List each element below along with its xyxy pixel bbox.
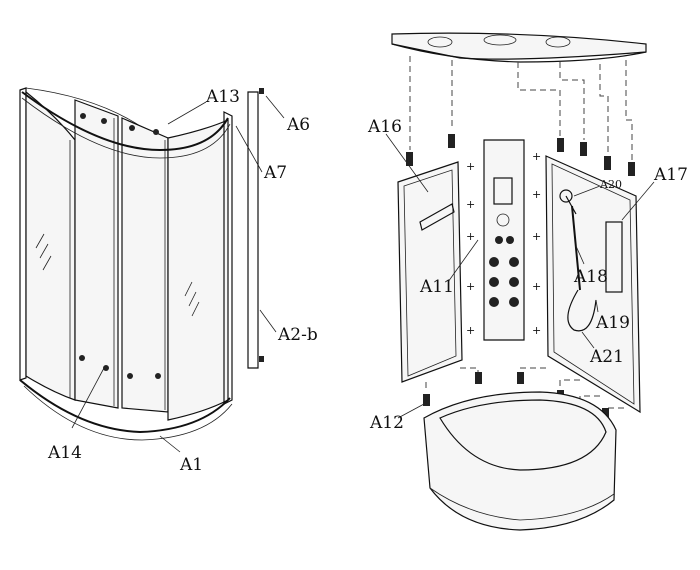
right-jamb bbox=[223, 111, 233, 405]
label-a19: A19 bbox=[595, 313, 630, 333]
left-glass-panel bbox=[25, 90, 76, 401]
label-a14: A14 bbox=[47, 443, 82, 463]
shower-head bbox=[559, 189, 573, 203]
right-wall bbox=[545, 155, 641, 414]
label-a18: A18 bbox=[573, 267, 608, 287]
svg-text:+: + bbox=[466, 324, 475, 337]
center-column bbox=[483, 139, 525, 341]
top-rail bbox=[21, 91, 229, 152]
shelf bbox=[419, 203, 455, 231]
svg-text:+: + bbox=[466, 198, 475, 211]
label-a11: A11 bbox=[419, 277, 454, 297]
roof bbox=[391, 32, 647, 63]
callouts: A13 A6 A7 A2-b A14 A1 A16 A11 A12 A20 A1… bbox=[47, 87, 688, 475]
shower-tray bbox=[423, 391, 617, 531]
sliding-door-left bbox=[74, 99, 119, 409]
svg-text:+: + bbox=[466, 280, 475, 293]
svg-text:+: + bbox=[466, 230, 475, 243]
svg-text:+: + bbox=[532, 324, 541, 337]
top-rollers bbox=[80, 113, 159, 135]
svg-text:+: + bbox=[532, 150, 541, 163]
right-arrows: + + + + + bbox=[532, 150, 541, 337]
label-a2b: A2-b bbox=[277, 325, 318, 345]
bottom-rail bbox=[19, 379, 231, 434]
svg-text:+: + bbox=[532, 188, 541, 201]
roof-screws bbox=[406, 134, 635, 176]
left-wall bbox=[397, 161, 463, 383]
label-a16: A16 bbox=[367, 117, 402, 137]
roof-guides bbox=[409, 56, 633, 160]
label-a6: A6 bbox=[286, 115, 310, 135]
label-a12: A12 bbox=[369, 413, 404, 433]
slide-rail bbox=[571, 205, 581, 291]
svg-text:+: + bbox=[532, 280, 541, 293]
sliding-door-right bbox=[121, 117, 169, 413]
label-a21: A21 bbox=[589, 347, 624, 367]
svg-text:+: + bbox=[466, 160, 475, 173]
bottom-rollers bbox=[79, 355, 161, 379]
left-arrows: + + + + + bbox=[466, 160, 475, 337]
left-frame bbox=[19, 87, 27, 381]
label-a17: A17 bbox=[653, 165, 688, 185]
profile-bar bbox=[247, 88, 264, 369]
label-a13: A13 bbox=[205, 87, 240, 107]
shower-hose bbox=[567, 289, 597, 332]
label-a20: A20 bbox=[599, 178, 622, 191]
svg-text:+: + bbox=[532, 230, 541, 243]
label-a7: A7 bbox=[263, 163, 287, 183]
right-glass-panel bbox=[167, 119, 229, 421]
door-assembly bbox=[19, 87, 233, 441]
label-a1: A1 bbox=[179, 455, 203, 475]
